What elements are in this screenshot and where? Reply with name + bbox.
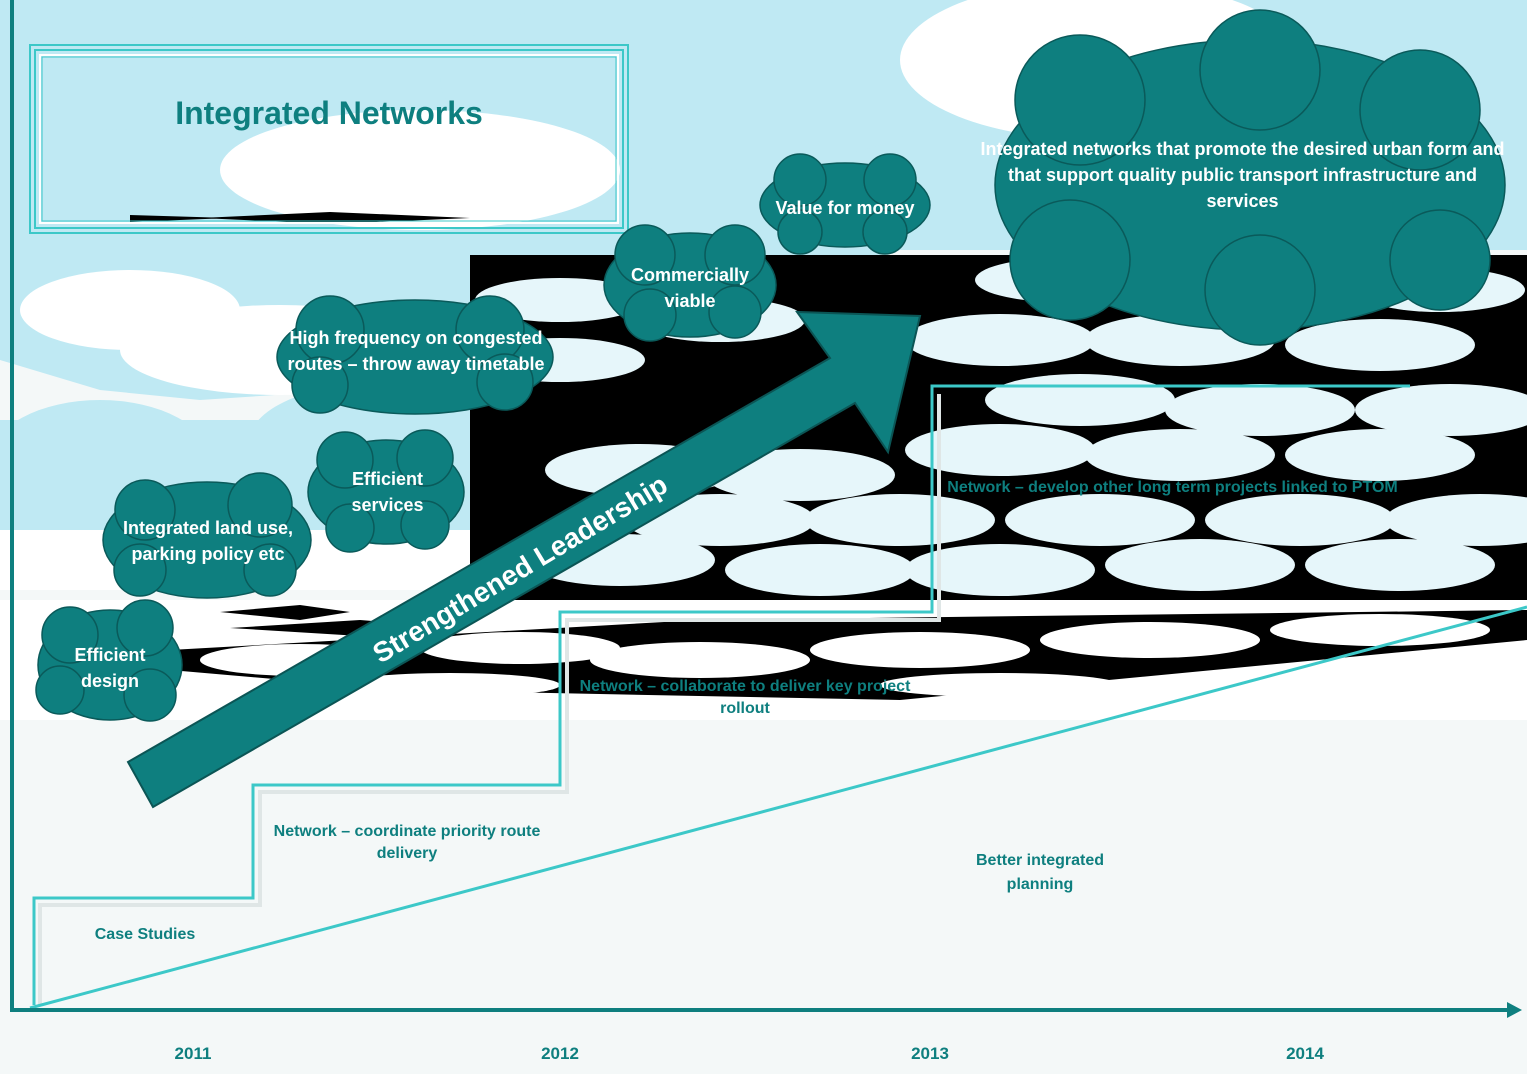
cloud-high-frequency xyxy=(276,295,554,415)
cloud-label-value-for-money: Value for money xyxy=(775,198,915,218)
title-frame xyxy=(29,44,629,234)
cloud-land-use xyxy=(102,472,312,599)
cloud-commercially-viable xyxy=(603,224,777,342)
axes xyxy=(10,0,1522,1018)
step-label-case-studies: Case Studies xyxy=(94,926,196,943)
cloud-goal xyxy=(994,9,1506,346)
year-2013: 2013 xyxy=(911,1044,949,1063)
cloud-efficient-services xyxy=(307,429,465,553)
year-2012: 2012 xyxy=(541,1044,579,1063)
year-2014: 2014 xyxy=(1286,1044,1324,1063)
cloud-value-for-money xyxy=(759,153,931,255)
cloud-label-goal: Integrated networks that promote the des… xyxy=(980,139,1505,211)
cloud-shapes xyxy=(35,9,1506,722)
step-label-coordinate: Network – coordinate priority route deli… xyxy=(273,823,541,862)
step-label-collaborate: Network – collaborate to deliver key pro… xyxy=(579,678,911,717)
year-2011: 2011 xyxy=(174,1044,212,1063)
staircase xyxy=(29,384,1527,1010)
cloud-label-land-use: Integrated land use, parking policy etc xyxy=(122,518,294,564)
cloud-label-efficient-services: Efficient services xyxy=(351,469,424,515)
cloud-label-high-frequency: High frequency on congested routes – thr… xyxy=(287,328,545,374)
cloud-label-efficient-design: Efficient design xyxy=(74,645,146,691)
step-label-develop: Network – develop other long term projec… xyxy=(947,479,1398,496)
cloud-efficient-design xyxy=(35,599,183,722)
leadership-arrow xyxy=(126,310,922,809)
step-label-better-planning: Better integrated planning xyxy=(975,852,1105,893)
page-title: Integrated Networks xyxy=(175,95,483,131)
cloud-label-commercially-viable: Commercially viable xyxy=(630,265,750,311)
